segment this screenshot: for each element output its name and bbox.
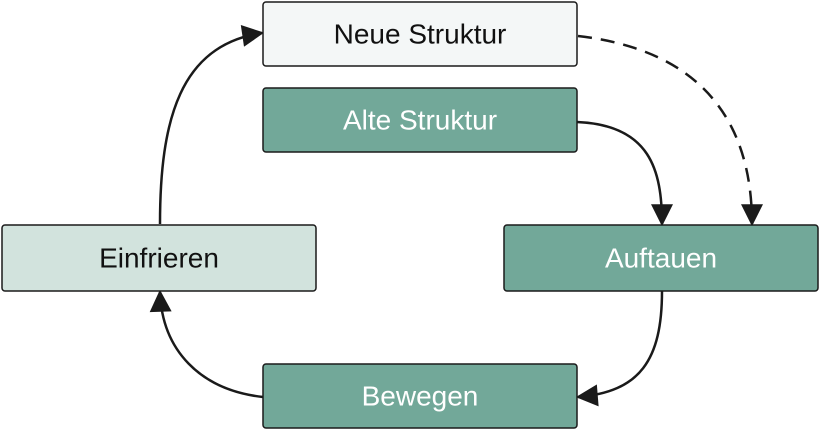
node-bewegen: Bewegen [262,363,578,429]
node-bewegen-box [262,363,578,429]
node-alte-struktur-box [262,87,578,153]
node-einfrieren-box [1,224,317,292]
edge-neue-struktur-to-auftauen [577,34,763,227]
edge-einfrieren-to-neue-struktur [158,25,265,225]
node-bewegen-label: Bewegen [362,381,479,412]
node-neue-struktur-box [262,1,578,67]
node-einfrieren-label: Einfrieren [99,243,219,274]
node-alte-struktur-label: Alte Struktur [343,105,497,136]
node-auftauen: Auftauen [503,224,819,292]
node-einfrieren: Einfrieren [1,224,317,292]
node-neue-struktur-label: Neue Struktur [334,19,507,50]
edge-alte-struktur-to-auftauen [576,120,673,227]
node-alte-struktur: Alte Struktur [262,87,578,153]
edge-bewegen-to-einfrieren [149,289,264,399]
node-neue-struktur: Neue Struktur [262,1,578,67]
node-auftauen-label: Auftauen [605,243,717,274]
edge-auftauen-to-bewegen [575,290,664,407]
node-auftauen-box [503,224,819,292]
edges [149,25,763,407]
